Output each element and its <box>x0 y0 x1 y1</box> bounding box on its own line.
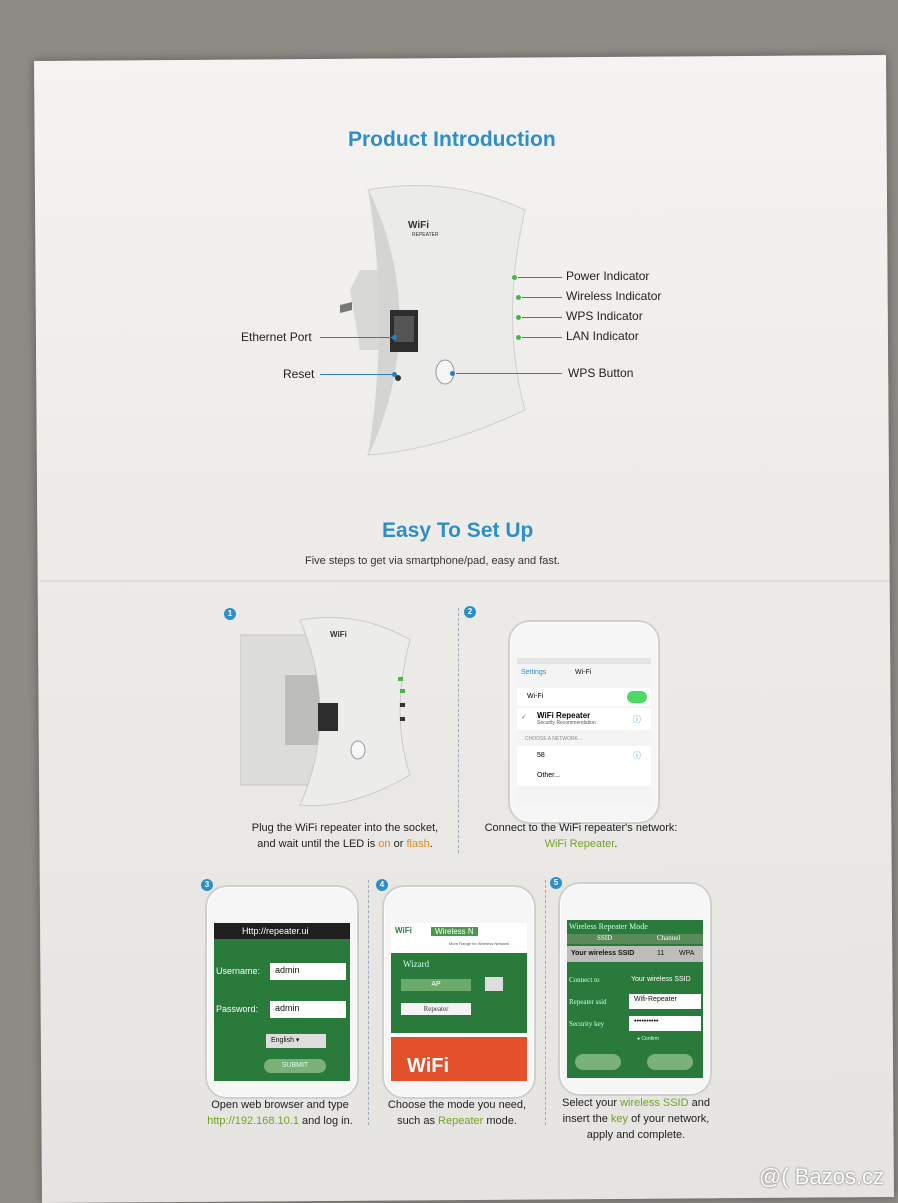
step-2-caption: Connect to the WiFi repeater's network: … <box>484 822 678 850</box>
separator-2 <box>368 880 369 1125</box>
wizard-label: Wizard <box>403 959 430 969</box>
security-key-input[interactable]: •••••••••• <box>629 1016 701 1031</box>
wps-line <box>522 317 562 318</box>
repeater-ssid-input[interactable]: Wifi-Repeater <box>629 994 701 1009</box>
channel-value: 11 <box>657 950 665 957</box>
network-sub: Security Recommendation <box>537 720 596 726</box>
step-1-device-logo: WiFi <box>330 630 347 639</box>
phone-3-screen: Http://repeater.ui Username: admin Passw… <box>214 923 350 1081</box>
wifi-toggle[interactable] <box>627 691 647 703</box>
ethernet-dot <box>392 335 397 340</box>
info-icon[interactable]: ⓘ <box>633 715 641 724</box>
wps-button-line <box>456 373 562 374</box>
connect-to-label: Connect to <box>569 976 600 984</box>
device-logo-sub: REPEATER <box>412 232 439 238</box>
phone-3: Http://repeater.ui Username: admin Passw… <box>205 885 359 1099</box>
settings-back-link[interactable]: Settings <box>521 669 547 676</box>
password-label: Password: <box>216 1004 259 1014</box>
repeater-mode-header: Wireless Repeater Mode <box>569 922 648 931</box>
ssid-row[interactable] <box>567 946 703 962</box>
wireless-n-brand: Wireless N <box>431 927 478 936</box>
wireless-led <box>516 295 521 300</box>
paper-fold <box>40 580 890 582</box>
language-select[interactable]: English ▾ <box>266 1034 326 1048</box>
phone-5: Wireless Repeater Mode SSID Channel Your… <box>558 882 712 1096</box>
power-led <box>512 275 517 280</box>
step-3-caption: Open web browser and type http://192.168… <box>207 1099 353 1127</box>
wifi-logo-small: WiFi <box>395 926 412 935</box>
phone-2: Settings Wi-Fi Wi-Fi ✓ WiFi Repeater Sec… <box>508 620 660 824</box>
choose-network-label: CHOOSE A NETWORK... <box>525 736 582 742</box>
ssid-column: SSID <box>597 934 613 942</box>
step-1-badge: 1 <box>224 608 236 620</box>
submit-button[interactable]: SUBMIT <box>264 1059 326 1073</box>
channel-column: Channel <box>657 934 681 942</box>
confirm-checkbox[interactable]: ● Confirm <box>637 1036 659 1042</box>
wizard-panel: Wizard AP Repeater <box>391 953 527 1033</box>
brand-tagline: More Range for Wireless Network <box>449 941 510 946</box>
ap-option[interactable]: AP <box>401 979 471 991</box>
separator-1 <box>458 608 459 853</box>
device-logo: WiFi <box>408 220 430 231</box>
repeater-device-image <box>340 185 526 456</box>
phone-4-screen: WiFi Wireless N More Range for Wireless … <box>391 923 527 1081</box>
step-5-badge: 5 <box>550 877 562 889</box>
apply-button[interactable] <box>575 1054 621 1070</box>
ethernet-line <box>320 337 392 338</box>
other-network-name[interactable]: 58 <box>537 752 545 759</box>
ethernet-port-label: Ethernet Port <box>241 330 312 344</box>
login-url: Http://repeater.ui <box>242 926 309 936</box>
step-1-plugged-device <box>240 617 411 807</box>
reset-label: Reset <box>283 367 315 381</box>
step-5-caption: Select your wireless SSID and insert the… <box>562 1097 710 1141</box>
security-key-label: Security key <box>569 1020 605 1028</box>
lan-led <box>516 335 521 340</box>
repeater-option[interactable]: Repeater <box>401 1003 471 1015</box>
cancel-button[interactable] <box>647 1054 693 1070</box>
wifi-banner: WiFi <box>391 1037 527 1081</box>
connect-to-value: Your wireless SSID <box>631 976 691 983</box>
setup-title: Easy To Set Up <box>382 519 534 542</box>
product-intro-title: Product Introduction <box>348 128 556 151</box>
network-name: WiFi Repeater <box>537 711 591 720</box>
step-2-badge: 2 <box>464 606 476 618</box>
wps-led <box>516 315 521 320</box>
wifi-row-label: Wi-Fi <box>527 693 544 700</box>
security-type: WPA <box>679 950 695 957</box>
setup-subtitle: Five steps to get via smartphone/pad, ea… <box>305 555 560 567</box>
wifi-title: Wi-Fi <box>575 669 592 676</box>
wps-indicator-label: WPS Indicator <box>566 309 643 323</box>
step-3-badge: 3 <box>201 879 213 891</box>
check-icon: ✓ <box>521 714 527 721</box>
reset-dot <box>392 372 397 377</box>
power-line <box>518 277 562 278</box>
step-4-caption: Choose the mode you need, such as Repeat… <box>387 1099 527 1127</box>
password-input[interactable]: admin <box>270 1001 346 1018</box>
power-indicator-label: Power Indicator <box>566 269 650 283</box>
lan-indicator-label: LAN Indicator <box>566 329 639 343</box>
wireless-indicator-label: Wireless Indicator <box>566 289 662 303</box>
bazos-watermark: @( Bazos.cz <box>758 1164 884 1189</box>
phone-5-screen: Wireless Repeater Mode SSID Channel Your… <box>567 920 703 1078</box>
phone-2-screen: Settings Wi-Fi Wi-Fi ✓ WiFi Repeater Sec… <box>517 658 651 806</box>
username-label: Username: <box>216 966 261 976</box>
step-1-caption: Plug the WiFi repeater into the socket, … <box>251 822 439 850</box>
wifi-repeater-network-row[interactable] <box>517 708 651 730</box>
wireless-line <box>522 297 562 298</box>
phone-4: WiFi Wireless N More Range for Wireless … <box>382 885 536 1099</box>
repeater-ssid-label: Repeater ssid <box>569 998 607 1006</box>
wps-button-dot <box>450 371 455 376</box>
other-network-link[interactable]: Other... <box>537 772 560 779</box>
reset-line <box>320 374 392 375</box>
lan-line <box>522 337 562 338</box>
router-icon <box>485 977 503 991</box>
info-icon-2[interactable]: ⓘ <box>633 751 641 760</box>
separator-3 <box>545 880 546 1125</box>
username-input[interactable]: admin <box>270 963 346 980</box>
step-4-badge: 4 <box>376 879 388 891</box>
chevron-down-icon: ▾ <box>295 1037 300 1044</box>
ssid-value: Your wireless SSID <box>571 950 635 957</box>
wps-button-label: WPS Button <box>568 366 634 380</box>
